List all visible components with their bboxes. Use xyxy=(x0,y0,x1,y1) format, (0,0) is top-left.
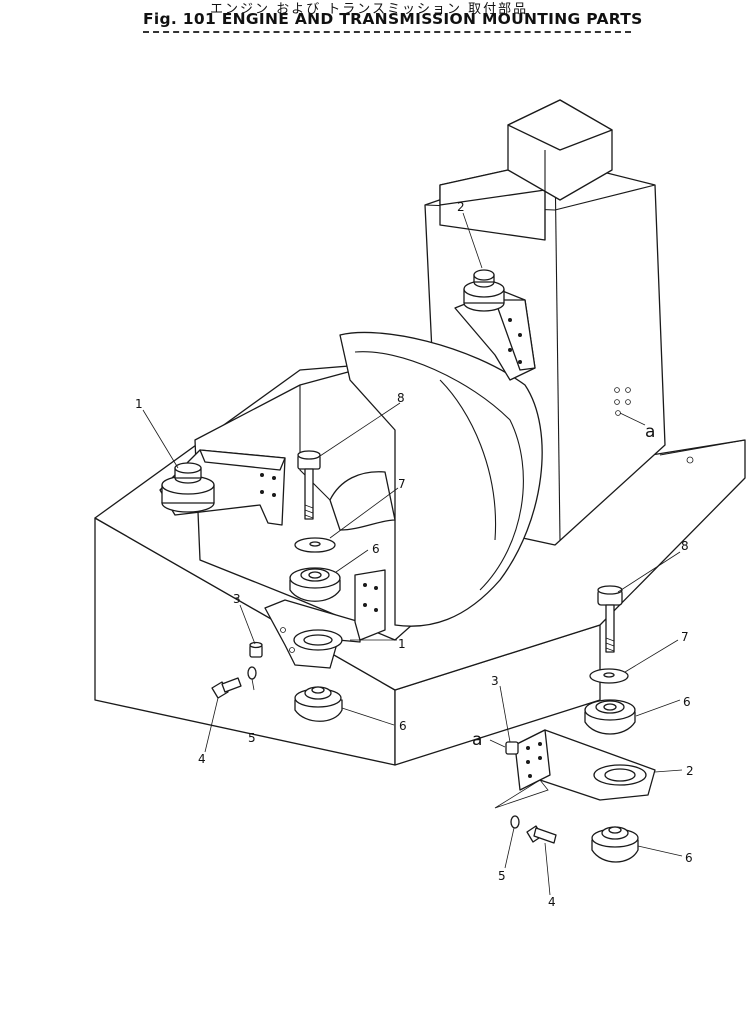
callout-2-right-bracket: 2 xyxy=(686,764,694,778)
callout-1-left-mount: 1 xyxy=(135,397,143,411)
figure-title-japanese: エンジン および トランスミッション 取付部品 xyxy=(210,2,529,17)
cushion-6-right-lower xyxy=(591,826,639,863)
pin-3-right xyxy=(505,741,519,755)
callout-8-right-bolt: 8 xyxy=(681,539,689,553)
callout-3-right-pin: 3 xyxy=(491,674,499,688)
callout-1-bracket: 1 xyxy=(398,637,406,651)
callout-4-left-bolt: 4 xyxy=(198,752,206,766)
bolt-4-right xyxy=(526,825,557,844)
cushion-6-left-lower xyxy=(294,686,343,722)
callout-4-right-bolt: 4 xyxy=(548,895,556,909)
reference-marker-a-block: a xyxy=(645,422,655,442)
callout-5-left-washer: 5 xyxy=(248,731,256,745)
washer-7-left xyxy=(294,537,336,553)
callout-6-left-lower: 6 xyxy=(399,719,407,733)
callout-3-left-pin: 3 xyxy=(233,592,241,606)
bolt-4-left xyxy=(211,677,242,699)
bolt-8-left xyxy=(297,450,321,520)
bracket-2-right xyxy=(494,729,656,809)
cushion-6-left-upper xyxy=(289,567,341,602)
callout-8-left-bolt: 8 xyxy=(397,391,405,405)
pin-3-left xyxy=(249,641,263,658)
leader-lines xyxy=(142,212,683,896)
callout-7-right-washer: 7 xyxy=(681,630,689,644)
callout-6-left-upper: 6 xyxy=(372,542,380,556)
cushion-6-right-upper xyxy=(584,699,636,735)
callout-2-upper-mount: 2 xyxy=(457,200,465,214)
lockwasher-5-left xyxy=(247,666,257,680)
figure-title: Fig. 101 ENGINE AND TRANSMISSION MOUNTIN… xyxy=(143,10,643,28)
callout-5-right-washer: 5 xyxy=(498,869,506,883)
washer-7-right xyxy=(589,668,629,684)
callout-6-right-lower: 6 xyxy=(685,851,693,865)
bracket-1-left xyxy=(264,569,386,669)
left-transmission-mount xyxy=(159,449,286,526)
bolt-8-right xyxy=(597,585,623,653)
title-underline xyxy=(143,31,631,33)
reference-marker-a-bracket: a xyxy=(472,730,482,750)
lockwasher-5-right xyxy=(510,815,520,829)
callout-6-right-upper: 6 xyxy=(683,695,691,709)
callout-7-left-washer: 7 xyxy=(398,477,406,491)
engine-upper-mount xyxy=(454,269,536,381)
